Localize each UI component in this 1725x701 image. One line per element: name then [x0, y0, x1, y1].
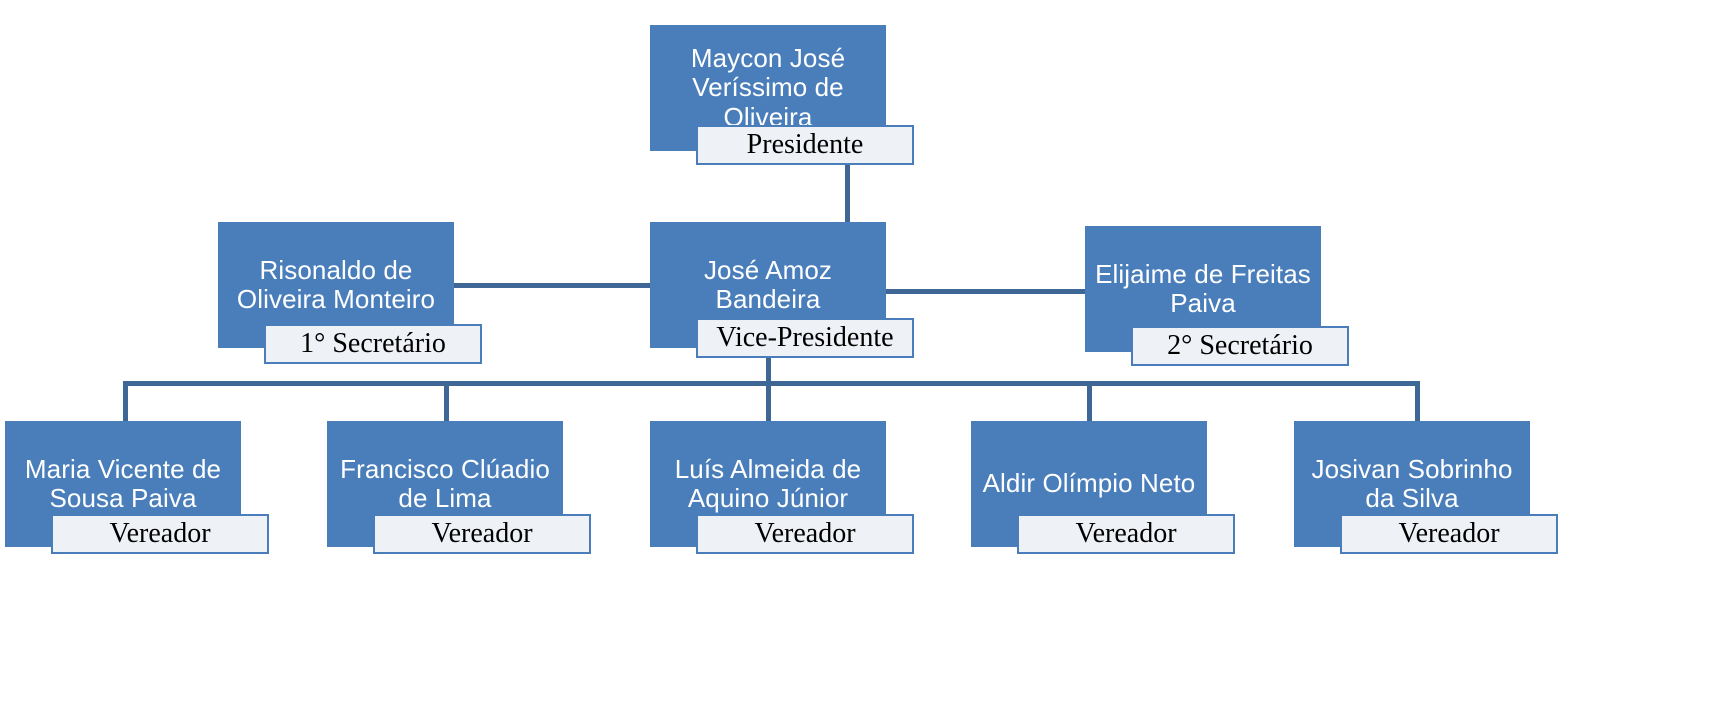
- node-president-name: Maycon José Veríssimo de Oliveira: [690, 43, 846, 132]
- node-councilor-1-title[interactable]: Vereador: [51, 514, 269, 554]
- node-councilor-2[interactable]: Francisco Clúadio de Lima Vereador: [327, 421, 591, 554]
- connector-councilor-bus: [123, 381, 1420, 386]
- connector-president-vice: [845, 149, 850, 246]
- node-councilor-1-name: Maria Vicente de Sousa Paiva: [24, 453, 222, 513]
- connector-drop-councilor-1: [123, 381, 128, 421]
- node-councilor-3-title[interactable]: Vereador: [696, 514, 914, 554]
- node-vice-president-title[interactable]: Vice-Presidente: [696, 318, 914, 358]
- node-councilor-4[interactable]: Aldir Olímpio Neto Vereador: [971, 421, 1235, 554]
- node-vice-president[interactable]: José Amoz Bandeira Vice-Presidente: [650, 222, 914, 358]
- node-first-secretary[interactable]: Risonaldo de Oliveira Monteiro 1° Secret…: [218, 222, 482, 364]
- node-councilor-3[interactable]: Luís Almeida de Aquino Júnior Vereador: [650, 421, 914, 554]
- node-first-secretary-name: Risonaldo de Oliveira Monteiro: [236, 254, 436, 314]
- connector-vice-second-secretary: [886, 289, 1086, 294]
- node-councilor-4-title[interactable]: Vereador: [1017, 514, 1235, 554]
- node-councilor-1[interactable]: Maria Vicente de Sousa Paiva Vereador: [5, 421, 269, 554]
- node-councilor-2-name: Francisco Clúadio de Lima: [340, 453, 550, 513]
- node-councilor-4-name: Aldir Olímpio Neto: [982, 468, 1196, 499]
- node-councilor-5-title[interactable]: Vereador: [1340, 514, 1558, 554]
- node-councilor-5-name: Josivan Sobrinho da Silva: [1311, 453, 1513, 513]
- node-president[interactable]: Maycon José Veríssimo de Oliveira Presid…: [650, 25, 914, 165]
- node-second-secretary[interactable]: Elijaime de Freitas Paiva 2° Secretário: [1085, 226, 1349, 366]
- node-second-secretary-name: Elijaime de Freitas Paiva: [1095, 258, 1311, 318]
- connector-drop-councilor-2: [444, 381, 449, 421]
- connector-drop-councilor-3: [766, 381, 771, 421]
- node-councilor-2-title[interactable]: Vereador: [373, 514, 591, 554]
- connector-vice-first-secretary: [453, 283, 653, 288]
- node-second-secretary-title[interactable]: 2° Secretário: [1131, 326, 1349, 366]
- connector-drop-councilor-4: [1087, 381, 1092, 421]
- node-first-secretary-title[interactable]: 1° Secretário: [264, 324, 482, 364]
- node-councilor-5[interactable]: Josivan Sobrinho da Silva Vereador: [1294, 421, 1558, 554]
- node-president-title[interactable]: Presidente: [696, 125, 914, 165]
- connector-drop-councilor-5: [1415, 381, 1420, 421]
- node-councilor-3-name: Luís Almeida de Aquino Júnior: [674, 453, 862, 513]
- node-vice-president-name: José Amoz Bandeira: [703, 254, 833, 314]
